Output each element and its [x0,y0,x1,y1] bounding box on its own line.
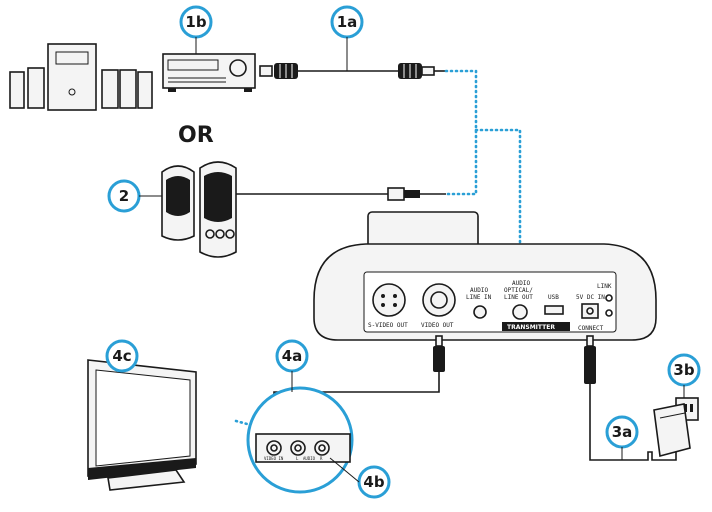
subwoofer [47,43,97,111]
svideo-label: S-VIDEO OUT [368,322,408,329]
tv-audio-l-port [290,440,306,456]
port-panel [363,271,617,333]
tv-screen [95,369,191,467]
svg-text:OPTICAL/: OPTICAL/ [504,287,533,294]
callout-4a: 4a [275,339,309,373]
tv-video-in-port [266,440,282,456]
svg-text:AUDIO: AUDIO [470,287,488,294]
satellite-speaker [9,71,25,109]
tv-port-magnifier: VIDEO IN L AUDIO R [246,386,354,494]
callout-2: 2 [107,179,141,213]
satellite-speaker [119,69,137,109]
svg-text:CONNECT: CONNECT [578,325,604,332]
svg-text:3b: 3b [673,361,694,379]
svg-text:1b: 1b [185,13,206,31]
svg-text:VIDEO IN: VIDEO IN [264,456,284,461]
video-out-port[interactable] [422,283,456,317]
svg-text:4b: 4b [363,473,384,491]
svg-text:4c: 4c [112,347,131,365]
svideo-port[interactable] [372,283,406,317]
svg-text:2: 2 [119,187,129,205]
callout-4c: 4c [105,339,139,373]
tv-audio-r-port [314,440,330,456]
power-adapter [584,335,699,461]
svg-text:3a: 3a [612,423,633,441]
svg-text:LINE OUT: LINE OUT [504,294,533,301]
satellite-speaker [137,71,153,109]
audio-line-in-port[interactable] [473,305,487,319]
svg-text:LINE IN: LINE IN [466,294,492,301]
callout-1a: 1a [330,5,364,39]
svg-text:1a: 1a [337,13,358,31]
svg-text:4a: 4a [282,347,303,365]
svg-text:L: L [296,456,299,461]
desktop-speakers [161,161,446,258]
optical-out-port[interactable] [512,304,528,320]
transmitter-unit: S-VIDEO OUT VIDEO OUT AUDIO LINE IN AUDI… [313,211,657,341]
television [87,359,197,491]
dc-in-port[interactable] [581,303,599,319]
usb-port[interactable] [544,305,564,315]
svg-text:5V DC IN: 5V DC IN [576,294,605,301]
svg-text:AUDIO: AUDIO [512,280,530,287]
transmitter-top [367,211,479,249]
callout-3a: 3a [605,415,639,449]
connect-button[interactable] [605,309,613,317]
callout-4b: 4b [357,465,391,499]
satellite-speaker [27,67,45,109]
connection-paths [234,69,522,430]
power-cord [589,384,677,461]
callout-1b: 1b [179,5,213,39]
av-receiver [162,53,256,89]
svg-text:AUDIO: AUDIO [303,456,316,461]
power-adapter-body [653,403,691,458]
link-led [605,294,613,302]
callout-3b: 3b [667,353,701,387]
transmitter-label: TRANSMITTER [507,324,555,331]
or-label: OR [178,123,214,148]
satellite-speaker [101,69,119,109]
svg-text:LINK: LINK [597,283,612,290]
video-out-label: VIDEO OUT [421,322,454,329]
audio-cable-1a [259,63,446,79]
home-theater-system [9,43,256,111]
transmitter-badge [502,322,570,331]
tv-stand [107,469,186,491]
svg-text:USB: USB [548,294,559,301]
svg-text:R: R [320,456,323,461]
